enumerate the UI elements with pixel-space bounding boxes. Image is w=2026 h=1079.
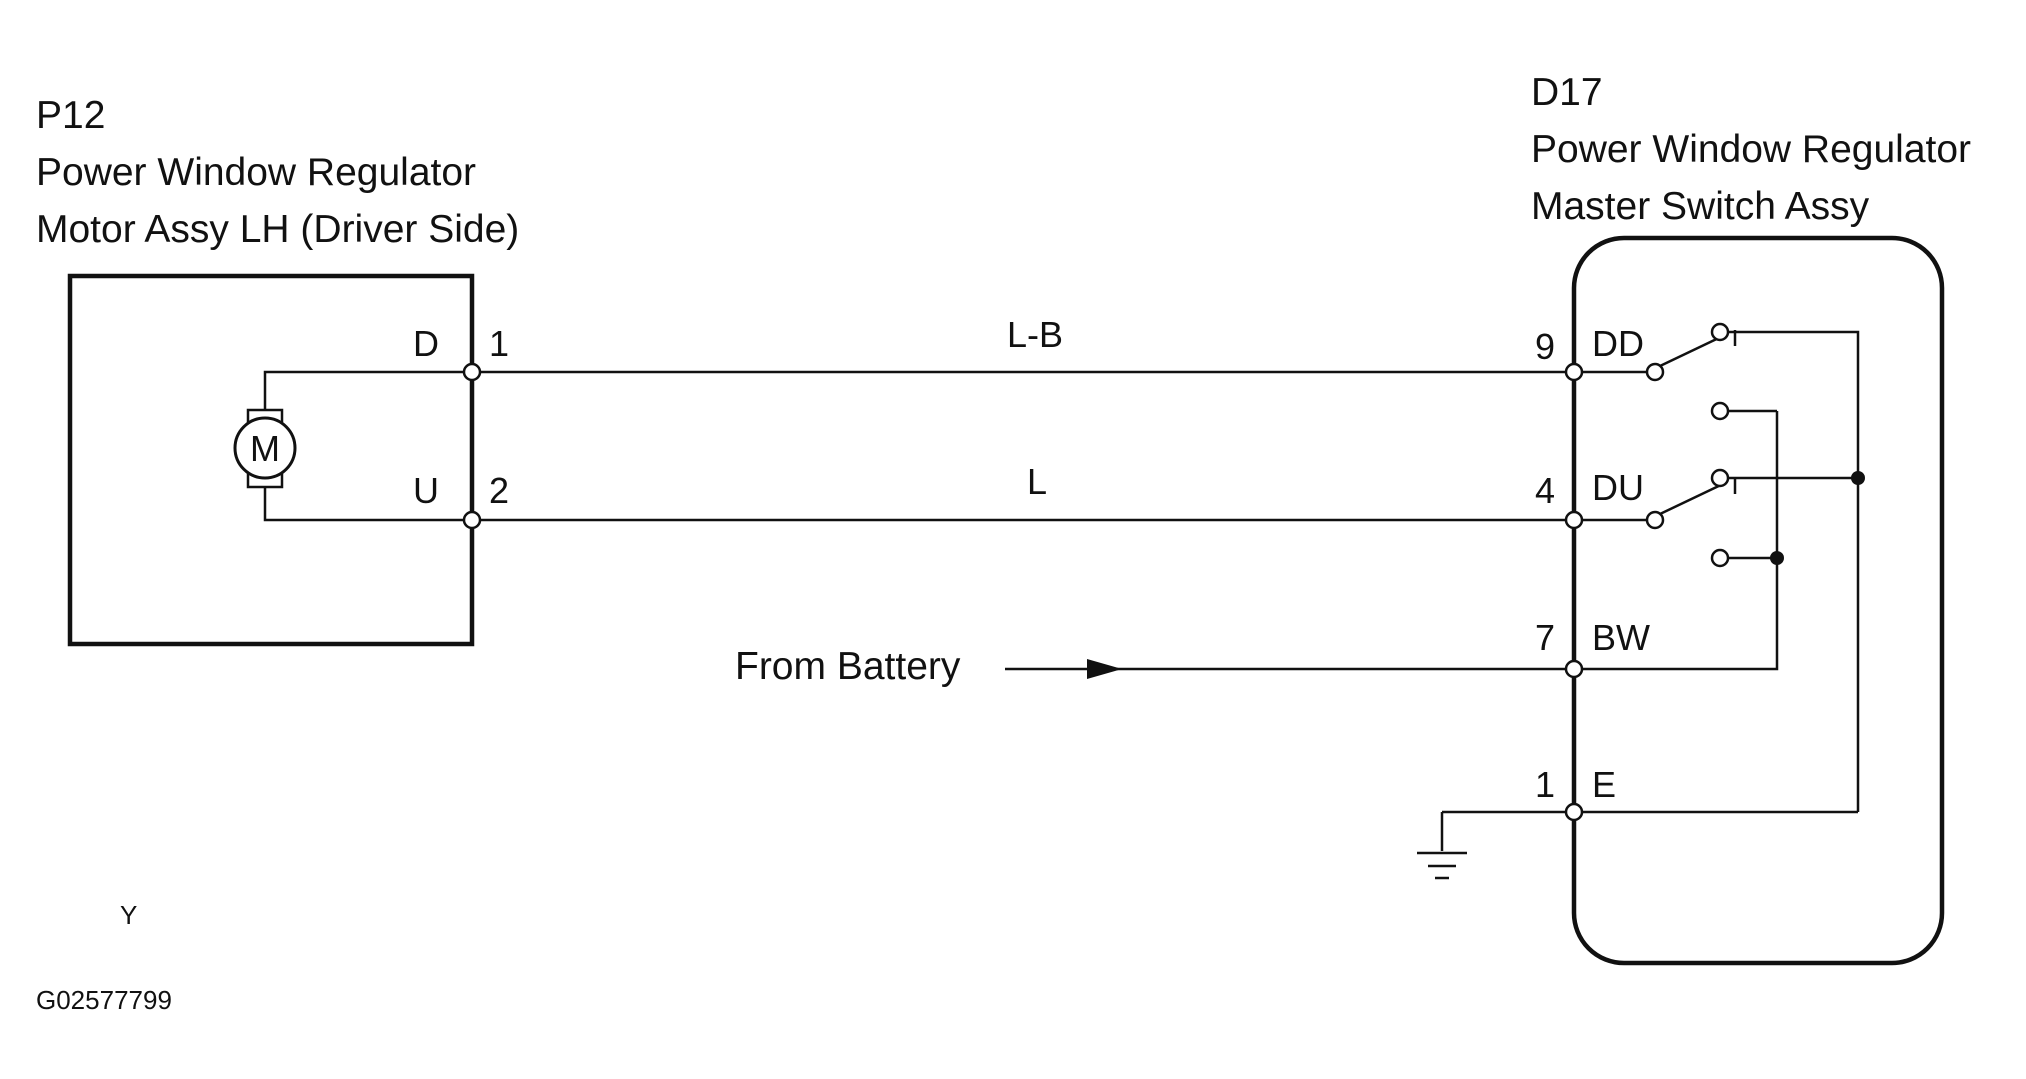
left-pin-name-u: U — [413, 470, 439, 511]
switch-du-pivot — [1645, 510, 1665, 530]
switch-du-contact-upper — [1710, 468, 1730, 488]
right-component-name-line1: Power Window Regulator — [1531, 128, 1971, 171]
left-pin-number-1: 1 — [489, 323, 509, 364]
switch-dd-contact-upper — [1710, 322, 1730, 342]
motor-symbol-label: M — [250, 428, 280, 469]
switch-dd-pivot — [1645, 362, 1665, 382]
switch-du-contact-lower — [1710, 548, 1730, 568]
battery-label: From Battery — [735, 645, 961, 688]
left-component-code: P12 — [36, 94, 105, 137]
right-terminal-4 — [1564, 510, 1584, 530]
junction-dot-bw — [1770, 551, 1784, 565]
left-component-name-line1: Power Window Regulator — [36, 151, 476, 194]
right-terminal-1 — [1564, 802, 1584, 822]
junction-dot-e — [1851, 471, 1865, 485]
wire-label-l-b: L-B — [1007, 314, 1063, 355]
right-pin-name-bw: BW — [1592, 617, 1650, 658]
right-pin-name-dd: DD — [1592, 323, 1644, 364]
left-component-name-line2: Motor Assy LH (Driver Side) — [36, 208, 519, 251]
motor-icon: M — [233, 408, 297, 489]
motor-assy-box — [67, 273, 475, 647]
left-pin-number-2: 2 — [489, 470, 509, 511]
switch-dd-contact-lower — [1710, 401, 1730, 421]
right-pin-number-4: 4 — [1535, 470, 1555, 511]
wire-label-l: L — [1027, 461, 1047, 502]
left-terminal-1 — [462, 362, 482, 382]
right-pin-name-du: DU — [1592, 467, 1644, 508]
right-pin-number-7: 7 — [1535, 617, 1555, 658]
motor-internal-wiring — [263, 370, 472, 522]
corner-mark: Y — [120, 900, 137, 930]
master-switch-box — [1571, 235, 1945, 966]
right-pin-number-9: 9 — [1535, 326, 1555, 367]
right-pin-name-e: E — [1592, 764, 1616, 805]
right-component-code: D17 — [1531, 71, 1603, 114]
right-terminal-9 — [1564, 362, 1584, 382]
ground-icon — [1417, 851, 1467, 880]
left-pin-name-d: D — [413, 323, 439, 364]
switch-internal-wiring — [1440, 330, 1860, 851]
figure-id: G02577799 — [36, 985, 172, 1015]
arrow-right-icon — [1087, 659, 1122, 679]
left-terminal-2 — [462, 510, 482, 530]
right-component-name-line2: Master Switch Assy — [1531, 185, 1870, 228]
right-terminal-7 — [1564, 659, 1584, 679]
right-pin-number-1: 1 — [1535, 764, 1555, 805]
